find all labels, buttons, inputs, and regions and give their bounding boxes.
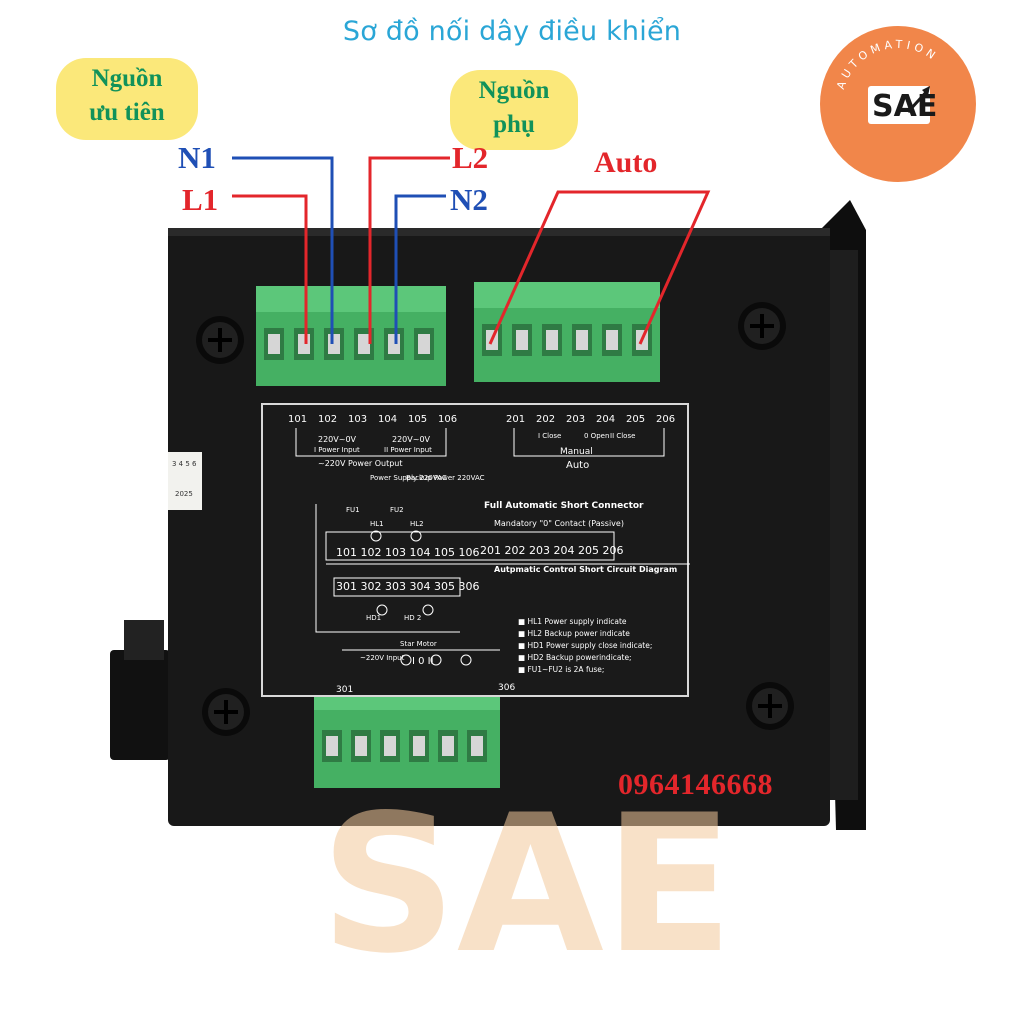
- panel-num-102: 102: [318, 414, 337, 425]
- terminal-screw: [471, 736, 483, 756]
- label-auto: Auto: [594, 146, 658, 179]
- terminal-screw: [546, 330, 558, 350]
- manual-label: Manual: [560, 447, 593, 457]
- terminal-screw: [326, 736, 338, 756]
- panel-num-202: 202: [536, 414, 555, 425]
- label-l1: L1: [182, 182, 219, 217]
- wire-l1: [232, 194, 308, 344]
- panel-num-206: 206: [656, 414, 675, 425]
- legend-item: ■ HD2 Backup powerindicate;: [518, 653, 632, 662]
- backup-power-label: Backup Power 220VAC: [406, 474, 485, 482]
- terminal-screw: [442, 736, 454, 756]
- bottom-right-num: 306: [498, 683, 515, 693]
- star-motor-label: Star Motor: [400, 640, 437, 648]
- terminal-block-power: [256, 286, 446, 386]
- terminal-screw: [516, 330, 528, 350]
- primary-source-label: Nguồn ưu tiên: [56, 58, 198, 140]
- wire-l2: [368, 156, 450, 344]
- power-supply-label: Power Supply 220VAC: [370, 474, 447, 482]
- legend-item: ■ HL2 Backup power indicate: [518, 629, 630, 638]
- panel-num-203: 203: [566, 414, 585, 425]
- close-2: II Close: [610, 432, 635, 440]
- panel-num-204: 204: [596, 414, 615, 425]
- power-input-1-sub: I Power Input: [314, 446, 360, 454]
- backup-source-line1: Nguồn: [478, 77, 550, 104]
- primary-source-line1: Nguồn: [91, 65, 163, 92]
- terminal-screw: [413, 736, 425, 756]
- backup-source-line2: phụ: [493, 111, 535, 138]
- legend-item: ■ FU1~FU2 is 2A fuse;: [518, 665, 604, 674]
- panel-num-201: 201: [506, 414, 525, 425]
- terminal-screw: [418, 334, 430, 354]
- power-input-1: 220V~0V: [318, 435, 357, 444]
- hl1-label: HL1: [370, 520, 384, 528]
- full-auto-label: Full Automatic Short Connector: [484, 501, 644, 511]
- panel-num-105: 105: [408, 414, 427, 425]
- screw-top-left: [196, 316, 244, 364]
- row-2xx: 201 202 203 204 205 206: [480, 544, 623, 557]
- terminal-screw: [576, 330, 588, 350]
- phone-number: 0964146668: [618, 768, 773, 801]
- terminal-block-control: [474, 282, 660, 382]
- panel-num-101: 101: [288, 414, 307, 425]
- svg-text:SAE: SAE: [872, 89, 937, 124]
- terminal-screw: [384, 736, 396, 756]
- wire-n1: [232, 156, 334, 344]
- panel-num-106: 106: [438, 414, 457, 425]
- label-n1: N1: [178, 140, 216, 175]
- panel-num-103: 103: [348, 414, 367, 425]
- hd1-label: HD1: [366, 614, 381, 622]
- label-n2: N2: [450, 182, 488, 217]
- backup-source-label: Nguồn phụ: [450, 70, 578, 150]
- svg-text:2025: 2025: [175, 490, 193, 498]
- primary-source-line2: ưu tiên: [89, 99, 165, 126]
- legend-item: ■ HL1 Power supply indicate: [518, 617, 627, 626]
- legend-item: ■ HD1 Power supply close indicate;: [518, 641, 652, 650]
- power-output: ~220V Power Output: [318, 459, 403, 468]
- wire-auto: [488, 190, 711, 345]
- power-input-2: 220V~0V: [392, 435, 431, 444]
- row-1xx: 101 102 103 104 105 106: [336, 546, 479, 559]
- bottom-left-num: 301: [336, 685, 353, 695]
- svg-text:3 4 5 6: 3 4 5 6: [172, 460, 197, 468]
- svg-text:SAE: SAE: [320, 800, 734, 960]
- short-circuit-label: Autpmatic Control Short Circuit Diagram: [494, 565, 677, 574]
- close-1: I Close: [538, 432, 561, 440]
- mandatory-label: Mandatory "0" Contact (Passive): [494, 519, 624, 528]
- terminal-screw: [606, 330, 618, 350]
- wire-n2: [394, 194, 446, 344]
- fu2-label: FU2: [390, 506, 404, 514]
- panel-num-104: 104: [378, 414, 397, 425]
- logo-ring-text: AUTOMATION SAE: [834, 38, 937, 124]
- hd2-label: HD 2: [404, 614, 421, 622]
- logo-watermark: SAE: [320, 800, 734, 960]
- auto-label: Auto: [566, 460, 589, 471]
- bottom-marks: I 0 II: [412, 656, 434, 667]
- diagram-title: Sơ đồ nối dây điều khiển: [342, 16, 682, 47]
- label-l2: L2: [452, 140, 489, 175]
- open-label: 0 Open: [584, 432, 609, 440]
- power-input-2-sub: II Power Input: [384, 446, 432, 454]
- hl2-label: HL2: [410, 520, 424, 528]
- row-3xx: 301 302 303 304 305 306: [336, 580, 479, 593]
- panel-num-205: 205: [626, 414, 645, 425]
- terminal-screw: [358, 334, 370, 354]
- terminal-screw: [355, 736, 367, 756]
- input-220-label: ~220V Input: [360, 654, 405, 662]
- terminal-screw: [268, 334, 280, 354]
- fu1-label: FU1: [346, 506, 360, 514]
